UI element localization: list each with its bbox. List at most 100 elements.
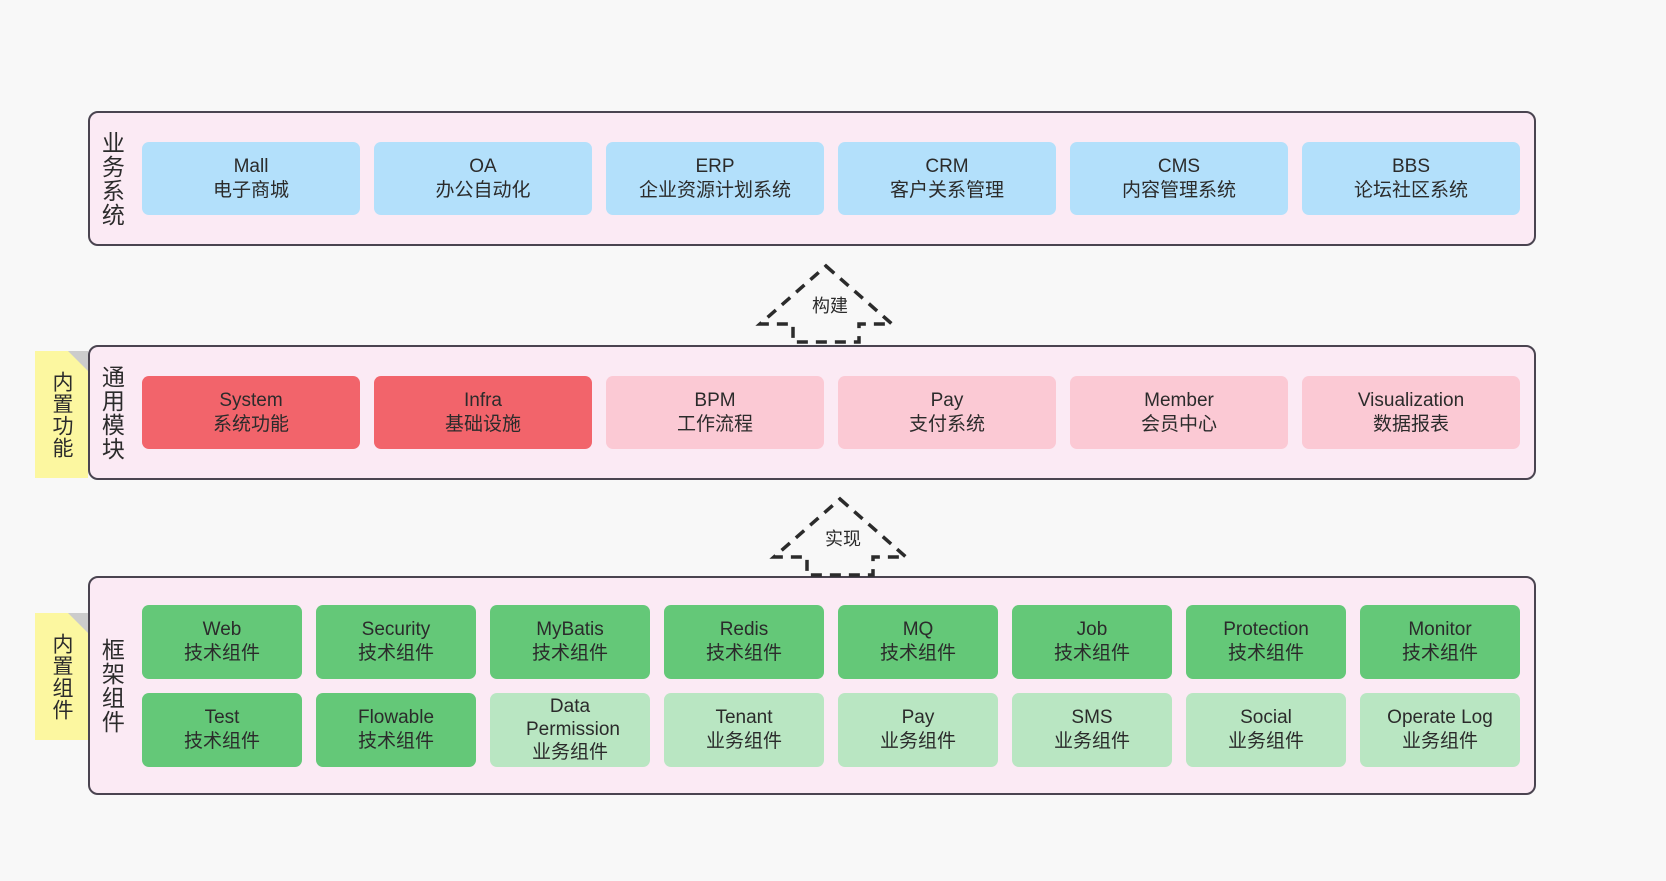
node-title: Redis	[719, 619, 769, 641]
node-cms[interactable]: CMS 内容管理系统	[1070, 142, 1288, 215]
node-system[interactable]: System 系统功能	[142, 376, 360, 449]
layer-common-modules: 通用模块 System 系统功能 Infra 基础设施 BPM 工作流程 Pay	[88, 345, 1536, 480]
layer-title-framework: 框架组件	[98, 637, 125, 734]
node-title: CMS	[1157, 156, 1201, 178]
node-title: BBS	[1391, 156, 1431, 178]
node-subtitle: 工作流程	[676, 413, 753, 435]
connector-implement-label: 实现	[825, 529, 861, 549]
layer-framework-components: 框架组件 Web 技术组件 Security 技术组件 MyBatis 技术组件…	[88, 576, 1536, 795]
node-subtitle: 业务组件	[1053, 730, 1130, 752]
node-title: Monitor	[1408, 619, 1472, 641]
node-subtitle: 办公自动化	[435, 179, 531, 201]
node-subtitle: 业务组件	[1401, 730, 1478, 752]
node-subtitle: 技术组件	[531, 642, 608, 664]
node-subtitle: 内容管理系统	[1121, 179, 1236, 201]
node-title: System	[219, 390, 283, 412]
connector-build-arrow	[755, 262, 897, 344]
node-title: Job	[1076, 619, 1108, 641]
node-subtitle: 业务组件	[531, 742, 608, 764]
node-title: Tenant	[715, 707, 773, 729]
node-title: Flowable	[357, 707, 435, 729]
node-subtitle: 论坛社区系统	[1353, 179, 1468, 201]
layer-body-common: System 系统功能 Infra 基础设施 BPM 工作流程 Pay 支付系统…	[132, 347, 1534, 478]
node-title: Protection	[1223, 619, 1309, 641]
node-subtitle: 技术组件	[357, 642, 434, 664]
node-job[interactable]: Job 技术组件	[1012, 604, 1172, 679]
node-subtitle: 技术组件	[357, 730, 434, 752]
node-subtitle: 支付系统	[908, 413, 985, 435]
node-subtitle: 技术组件	[1227, 642, 1304, 664]
node-mybatis[interactable]: MyBatis 技术组件	[490, 604, 650, 679]
node-member[interactable]: Member 会员中心	[1070, 376, 1288, 449]
sticky-label: 内置组件	[50, 632, 74, 721]
layer-title-common: 通用模块	[98, 364, 125, 461]
node-test[interactable]: Test 技术组件	[142, 692, 302, 767]
node-subtitle: 基础设施	[444, 413, 521, 435]
node-monitor[interactable]: Monitor 技术组件	[1360, 604, 1520, 679]
node-title: SMS	[1071, 707, 1113, 729]
layer-body-business: Mall 电子商城 OA 办公自动化 ERP 企业资源计划系统 CRM 客户关系…	[132, 113, 1534, 244]
node-operate-log[interactable]: Operate Log 业务组件	[1360, 692, 1520, 767]
node-title: Visualization	[1357, 390, 1465, 412]
node-bbs[interactable]: BBS 论坛社区系统	[1302, 142, 1520, 215]
node-flowable[interactable]: Flowable 技术组件	[316, 692, 476, 767]
row-business-0: Mall 电子商城 OA 办公自动化 ERP 企业资源计划系统 CRM 客户关系…	[142, 142, 1520, 215]
node-subtitle: 技术组件	[1401, 642, 1478, 664]
node-subtitle: 数据报表	[1372, 413, 1449, 435]
row-framework-1: Test 技术组件 Flowable 技术组件 Data Permission …	[142, 692, 1520, 767]
sticky-note-builtin-components: 内置组件	[35, 613, 88, 740]
connector-build-label: 构建	[812, 296, 848, 316]
node-subtitle: 系统功能	[212, 413, 289, 435]
node-sms[interactable]: SMS 业务组件	[1012, 692, 1172, 767]
node-subtitle: 技术组件	[1053, 642, 1130, 664]
node-tenant[interactable]: Tenant 业务组件	[664, 692, 824, 767]
node-title: BPM	[694, 390, 736, 412]
node-title: Operate Log	[1387, 707, 1493, 729]
node-security[interactable]: Security 技术组件	[316, 604, 476, 679]
sticky-note-builtin-features: 内置功能	[35, 351, 88, 478]
connector-implement-arrow	[769, 495, 911, 577]
node-oa[interactable]: OA 办公自动化	[374, 142, 592, 215]
node-title: Member	[1144, 390, 1214, 412]
node-subtitle: 技术组件	[183, 642, 260, 664]
node-title: Web	[202, 619, 242, 641]
node-crm[interactable]: CRM 客户关系管理	[838, 142, 1056, 215]
node-title: Social	[1240, 707, 1292, 729]
node-title: MyBatis	[536, 619, 604, 641]
node-title: CRM	[925, 156, 969, 178]
node-subtitle: 业务组件	[705, 730, 782, 752]
node-mall[interactable]: Mall 电子商城	[142, 142, 360, 215]
node-subtitle: 业务组件	[1227, 730, 1304, 752]
node-subtitle: 客户关系管理	[889, 179, 1004, 201]
node-erp[interactable]: ERP 企业资源计划系统	[606, 142, 824, 215]
node-title: Pay	[901, 707, 935, 729]
row-common-0: System 系统功能 Infra 基础设施 BPM 工作流程 Pay 支付系统…	[142, 376, 1520, 449]
layer-business-system: 业务系统 Mall 电子商城 OA 办公自动化 ERP 企业资源计划系统 CRM	[88, 111, 1536, 246]
row-framework-0: Web 技术组件 Security 技术组件 MyBatis 技术组件 Redi…	[142, 604, 1520, 679]
node-web[interactable]: Web 技术组件	[142, 604, 302, 679]
node-protection[interactable]: Protection 技术组件	[1186, 604, 1346, 679]
node-title: MQ	[902, 619, 934, 641]
layer-body-framework: Web 技术组件 Security 技术组件 MyBatis 技术组件 Redi…	[132, 578, 1534, 793]
node-bpm[interactable]: BPM 工作流程	[606, 376, 824, 449]
node-infra[interactable]: Infra 基础设施	[374, 376, 592, 449]
sticky-label: 内置功能	[50, 370, 74, 459]
node-social[interactable]: Social 业务组件	[1186, 692, 1346, 767]
node-subtitle: 电子商城	[212, 179, 289, 201]
node-title: OA	[469, 156, 497, 178]
node-title: Infra	[463, 390, 503, 412]
node-pay-module[interactable]: Pay 支付系统	[838, 376, 1056, 449]
node-pay-component[interactable]: Pay 业务组件	[838, 692, 998, 767]
node-subtitle: 技术组件	[705, 642, 782, 664]
layer-title-business: 业务系统	[98, 130, 125, 227]
node-title: Data Permission	[526, 695, 620, 740]
node-title: ERP	[695, 156, 735, 178]
node-redis[interactable]: Redis 技术组件	[664, 604, 824, 679]
node-mq[interactable]: MQ 技术组件	[838, 604, 998, 679]
node-subtitle: 业务组件	[879, 730, 956, 752]
node-visualization[interactable]: Visualization 数据报表	[1302, 376, 1520, 449]
node-subtitle: 技术组件	[183, 730, 260, 752]
node-data-permission[interactable]: Data Permission 业务组件	[490, 692, 650, 767]
node-title: Test	[204, 707, 240, 729]
